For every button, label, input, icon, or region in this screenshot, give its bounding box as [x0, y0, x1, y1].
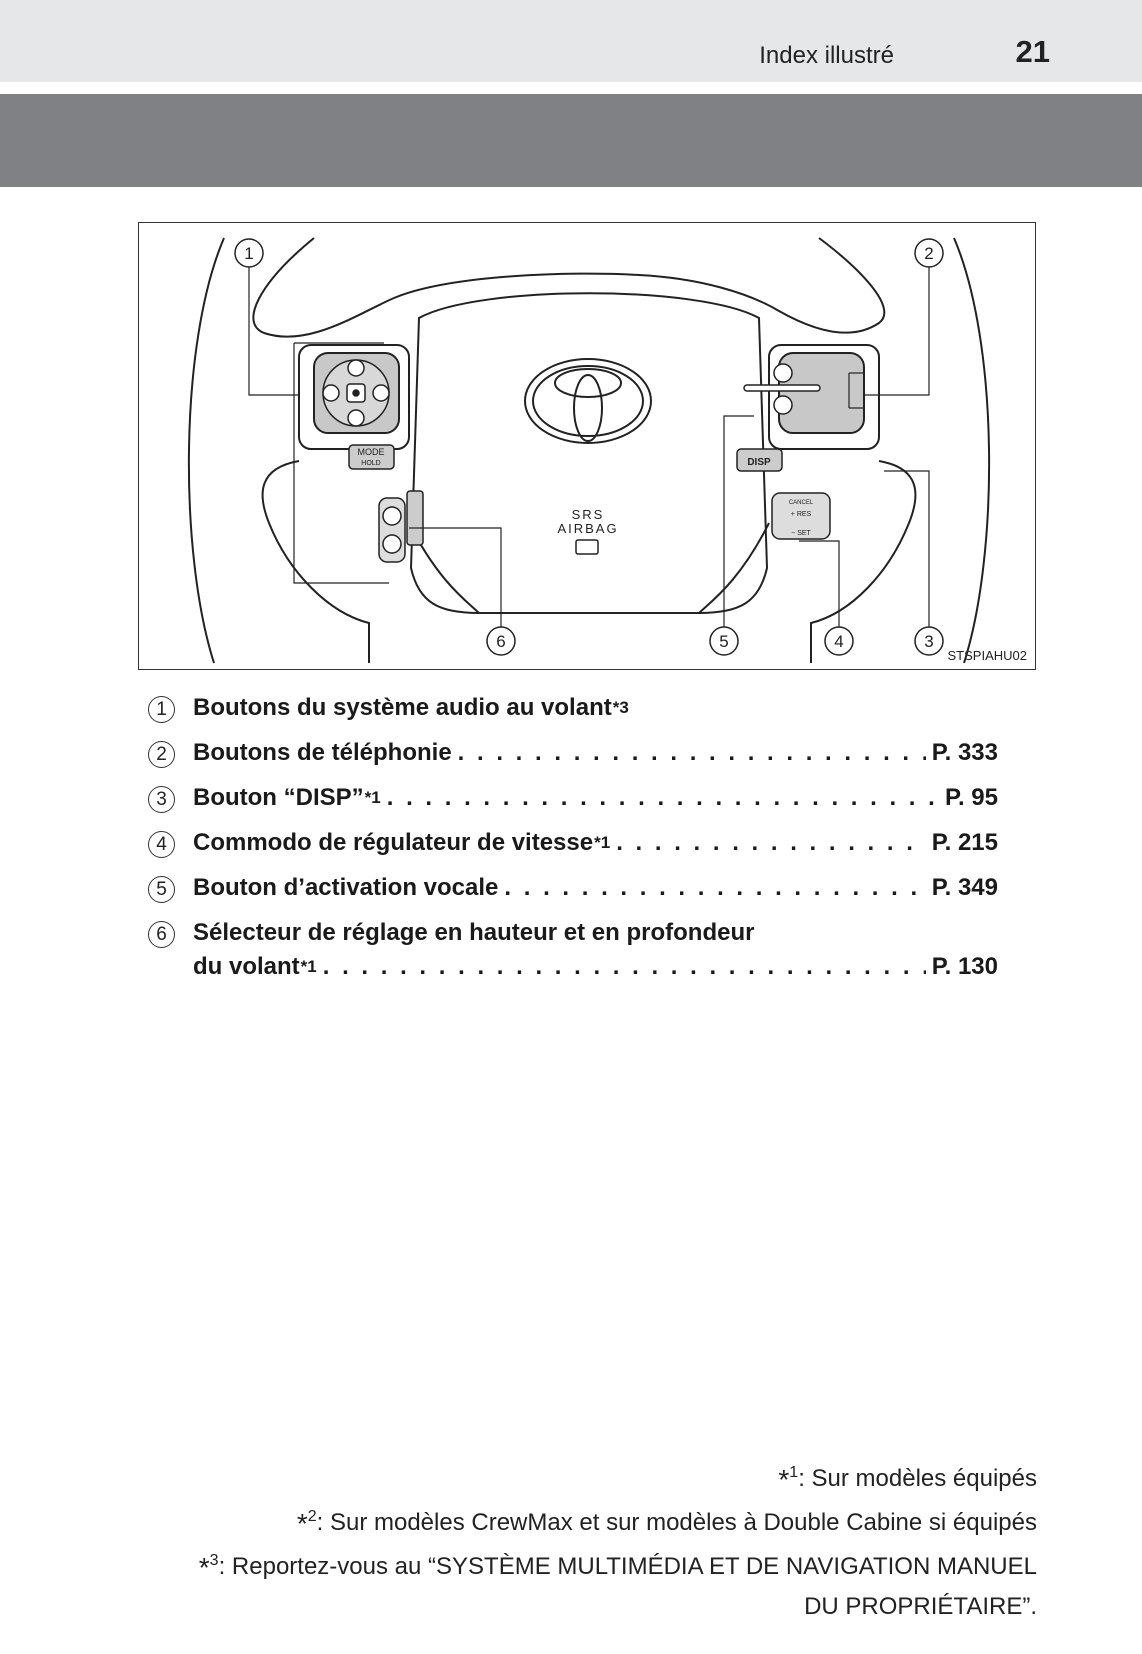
- list-item: 2 Boutons de téléphonie P. 333: [148, 739, 998, 784]
- item-number: 3: [148, 786, 175, 813]
- item-label: Boutons de téléphonie: [193, 739, 452, 766]
- footnote-number: 1: [789, 1464, 799, 1481]
- wheel-rim-left: [187, 237, 225, 664]
- item-footnote-ref: *1: [594, 833, 611, 852]
- item-label: Commodo de régulateur de vitesse: [193, 829, 594, 856]
- horn-icon: [575, 539, 599, 555]
- component-list: 1 Boutons du système audio au volant*3 2…: [148, 694, 998, 997]
- header-grey-bar: [0, 94, 1142, 187]
- set-label: − SET: [791, 530, 811, 537]
- list-item: 1 Boutons du système audio au volant*3: [148, 694, 998, 739]
- leader-dots: [616, 829, 926, 857]
- list-item: 5 Bouton d’activation vocale P. 349: [148, 874, 998, 919]
- callout-6: 6: [496, 632, 505, 651]
- item-label-continued: du volant: [193, 953, 300, 980]
- item-label: Bouton d’activation vocale: [193, 874, 499, 901]
- steering-wheel-illustration: MODE HOLD DISP CANCEL + RES − SET SRS A: [187, 237, 991, 664]
- footnote: *2: Sur modèles CrewMax et sur modèles à…: [17, 1499, 1037, 1543]
- page-reference[interactable]: P. 333: [931, 739, 998, 766]
- leader-dots: [458, 739, 926, 767]
- footnote-text: : Sur modèles CrewMax et sur modèles à D…: [316, 1509, 1037, 1537]
- footnote-text: : Reportez-vous au “SYSTÈME MULTIMÉDIA E…: [218, 1553, 1037, 1581]
- list-item: 3 Bouton “DISP”*1 P. 95: [148, 784, 998, 829]
- disp-button-label: DISP: [747, 457, 771, 468]
- item-label: Boutons du système audio au volant: [193, 694, 612, 721]
- leader-dots: [387, 784, 939, 812]
- page-reference[interactable]: P. 130: [931, 953, 998, 980]
- footnote-number: 3: [209, 1552, 219, 1570]
- item-footnote-ref: *1: [364, 788, 381, 807]
- page-number: 21: [1015, 34, 1050, 69]
- callout-4: 4: [834, 632, 843, 651]
- callout-1: 1: [244, 244, 253, 263]
- phone-switch-pad: [768, 344, 880, 450]
- footnote: *1: Sur modèles équipés: [17, 1455, 1037, 1499]
- toyota-logo-icon: [524, 358, 652, 444]
- item-number: 2: [148, 741, 175, 768]
- footnotes: *1: Sur modèles équipés *2: Sur modèles …: [17, 1455, 1037, 1626]
- page-reference[interactable]: P. 95: [945, 784, 998, 811]
- footnote-star: *: [198, 1552, 210, 1584]
- item-label: Bouton “DISP”: [193, 784, 364, 811]
- item-footnote-ref: *3: [612, 698, 629, 717]
- wheel-rim-right: [953, 237, 991, 664]
- item-number: 5: [148, 876, 175, 903]
- list-item: 4 Commodo de régulateur de vitesse*1 P. …: [148, 829, 998, 874]
- footnote-continued: DU PROPRIÉTAIRE”.: [804, 1592, 1037, 1620]
- srs-label: SRS: [572, 507, 605, 522]
- cancel-label: CANCEL: [789, 500, 814, 506]
- item-label: Sélecteur de réglage en hauteur et en pr…: [193, 919, 755, 946]
- callout-3: 3: [924, 632, 933, 651]
- hold-label: HOLD: [361, 460, 380, 467]
- airbag-label: AIRBAG: [557, 521, 618, 536]
- header-band: Index illustré 21: [0, 0, 1142, 82]
- footnote: *3: Reportez-vous au “SYSTÈME MULTIMÉDIA…: [17, 1543, 1037, 1587]
- section-title: Index illustré: [759, 42, 894, 69]
- item-number: 6: [148, 921, 175, 948]
- leader-dots: [504, 874, 925, 902]
- mode-button-label: MODE: [358, 447, 385, 457]
- steering-wheel-figure: MODE HOLD DISP CANCEL + RES − SET SRS A: [138, 222, 1036, 670]
- footnote-star: *: [778, 1464, 790, 1495]
- item-footnote-ref: *1: [300, 957, 317, 976]
- res-label: + RES: [791, 511, 812, 518]
- footnote-star: *: [296, 1508, 308, 1540]
- item-number: 4: [148, 831, 175, 858]
- callout-2: 2: [924, 244, 933, 263]
- leader-dots: [323, 953, 926, 981]
- page-reference[interactable]: P. 349: [931, 874, 998, 901]
- item-number: 1: [148, 696, 175, 723]
- footnote-text: : Sur modèles équipés: [798, 1465, 1037, 1492]
- page-reference[interactable]: P. 215: [931, 829, 998, 856]
- figure-code: STSPIAHU02: [947, 648, 1027, 663]
- callout-5: 5: [719, 632, 728, 651]
- list-item: 6 Sélecteur de réglage en hauteur et en …: [148, 919, 998, 997]
- footnote-number: 2: [307, 1508, 317, 1526]
